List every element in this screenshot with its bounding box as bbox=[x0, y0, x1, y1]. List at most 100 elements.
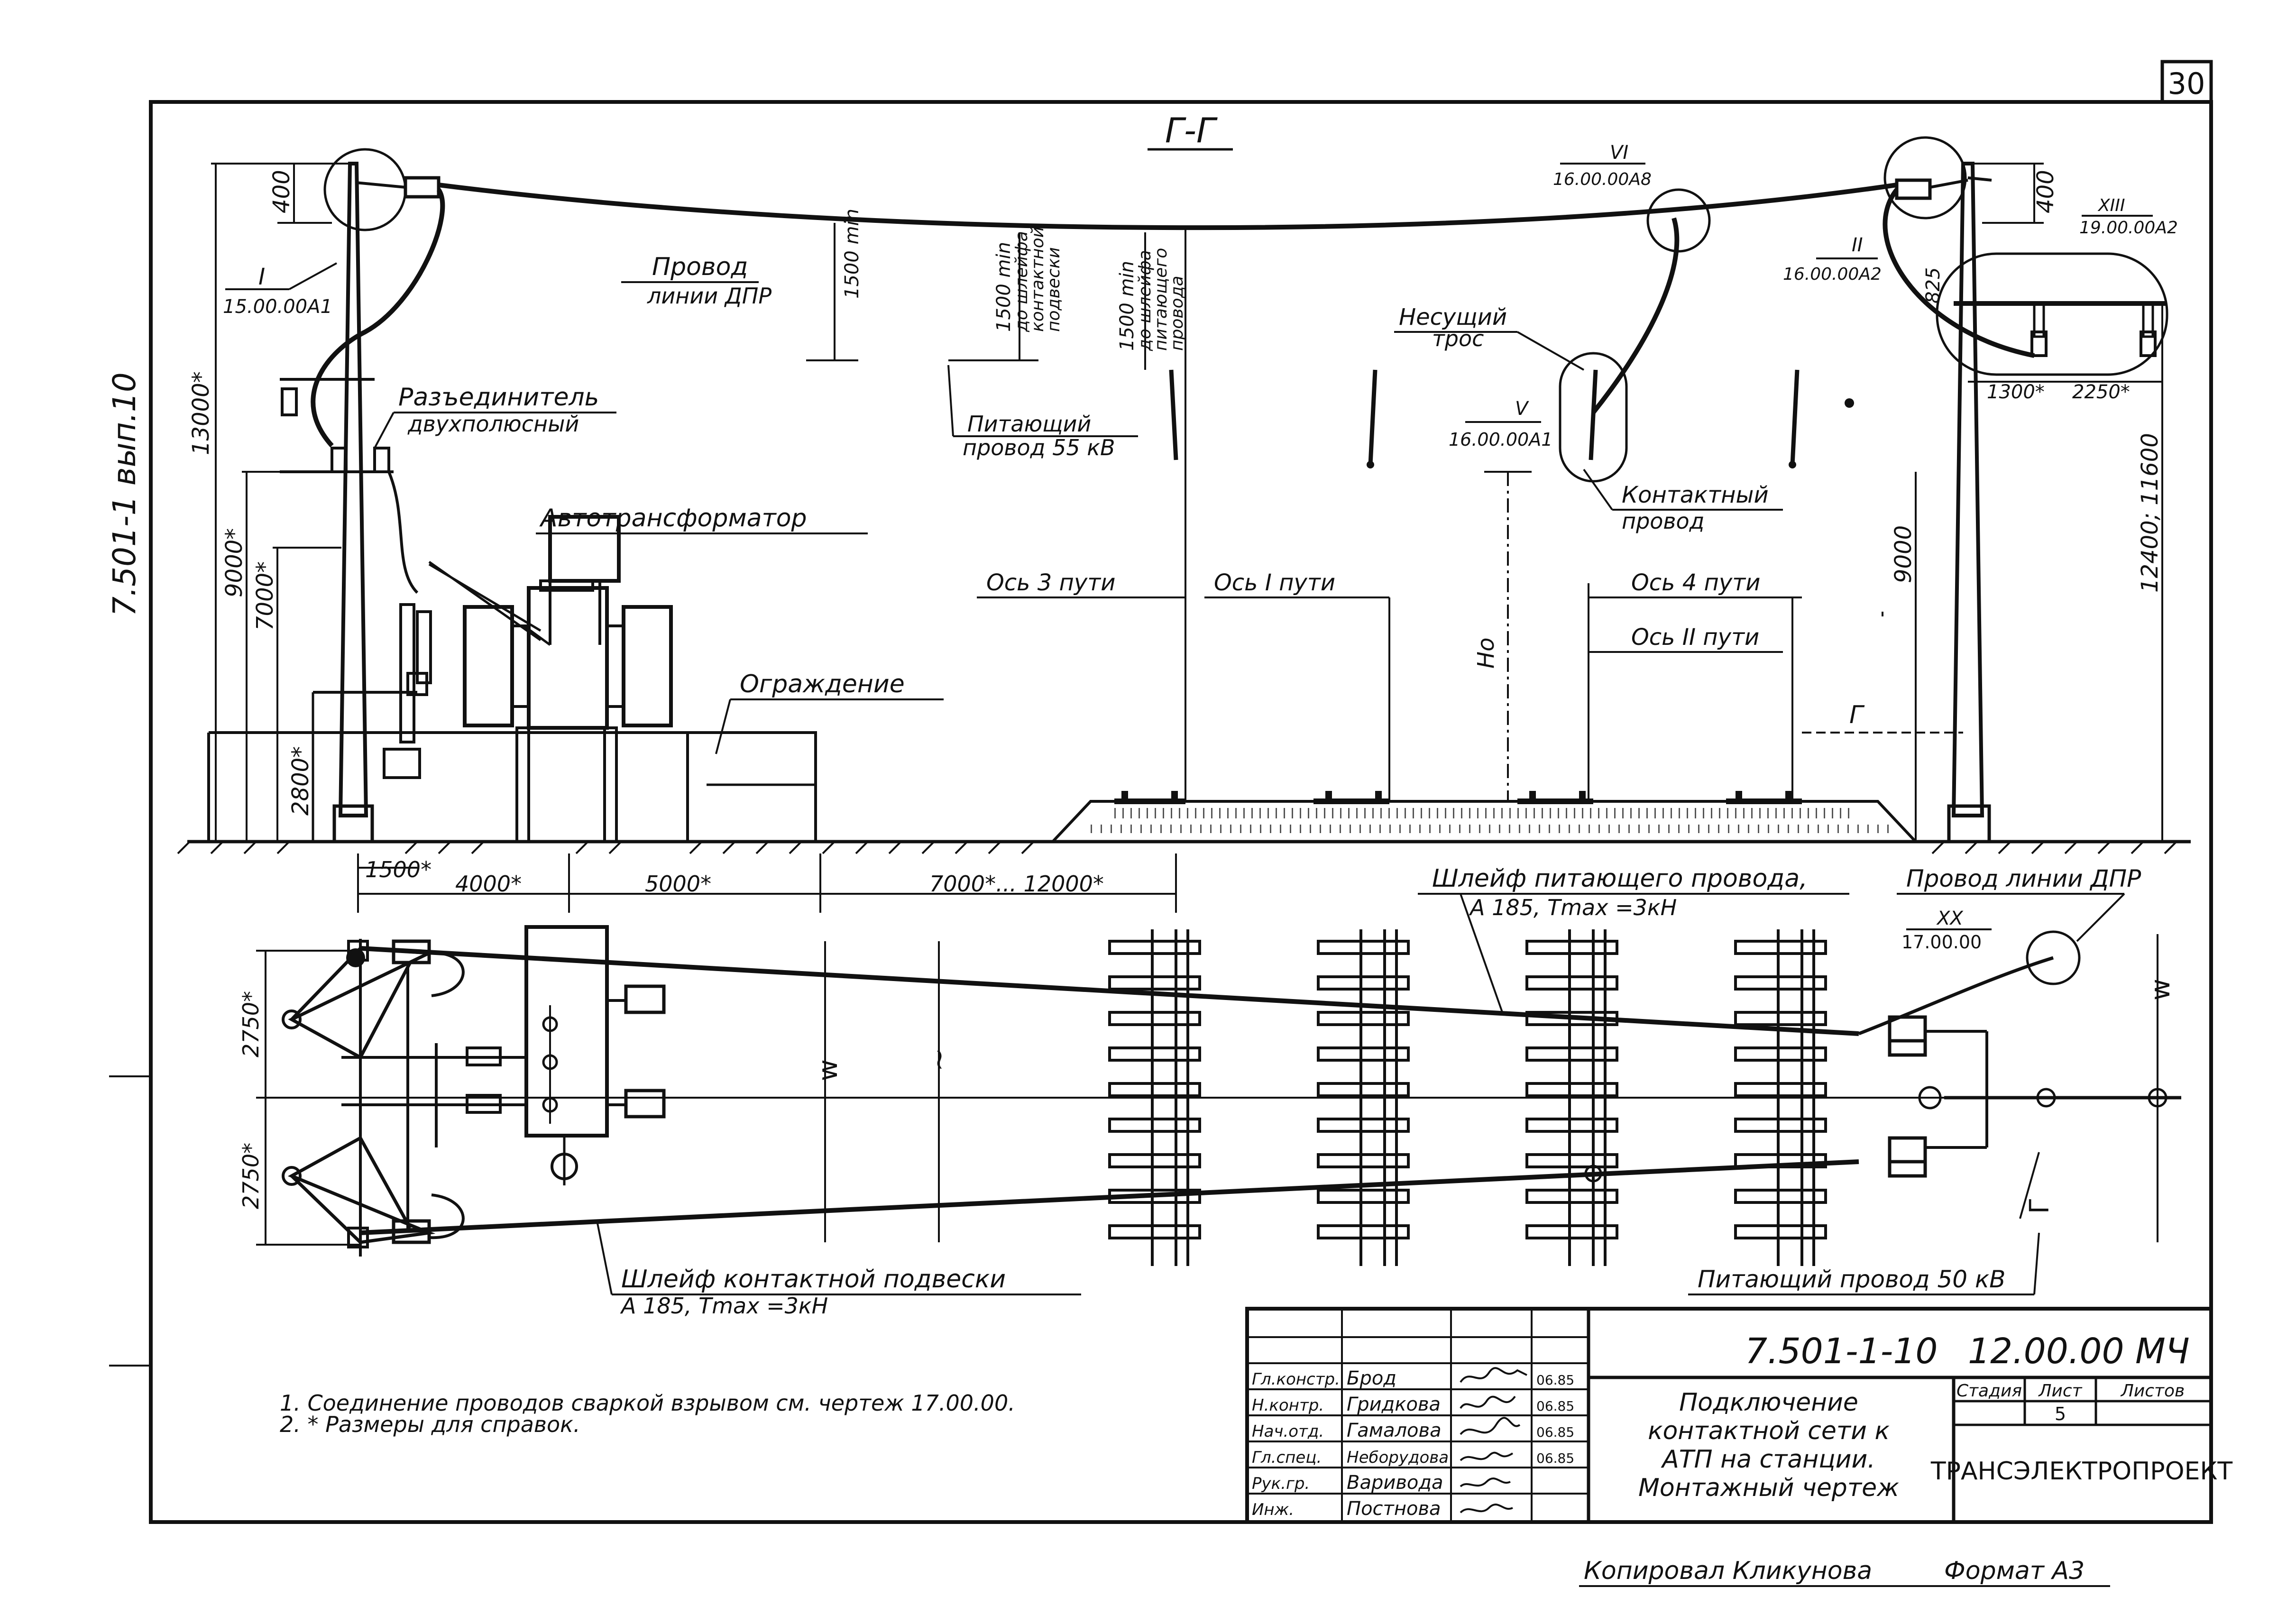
catenary-support bbox=[1368, 369, 1378, 465]
plan-label-feeder-loop: Шлейф питающего провода, А 185, Tmax =3к… bbox=[1418, 864, 1849, 1015]
title-block: Гл.констр. Брод 06.85 Н.контр. Гридкова … bbox=[1245, 1307, 2232, 1524]
svg-text:провода: провода bbox=[1167, 275, 1187, 351]
ref-I-code: 15.00.00А1 bbox=[223, 296, 332, 318]
left-mast-foundation bbox=[332, 804, 374, 844]
track-axes bbox=[1185, 228, 1793, 801]
dim-2800: 2800* bbox=[287, 746, 314, 816]
dim-400-left: 400 bbox=[268, 170, 295, 213]
dim-825: 825 bbox=[1922, 267, 1944, 303]
catenary-support bbox=[1790, 369, 1800, 465]
dim-9000-right: 9000 bbox=[1890, 525, 1917, 583]
ref-VI-code: 16.00.00А8 bbox=[1553, 170, 1652, 189]
section-label: Г-Г bbox=[1165, 110, 1218, 150]
date: 06.85 bbox=[1536, 1372, 1574, 1388]
doc-code: 7.501-1-10 bbox=[1745, 1331, 1938, 1372]
left-jumper-down bbox=[387, 471, 419, 594]
sheet-number-box bbox=[2160, 60, 2213, 104]
catenary-point bbox=[1789, 461, 1796, 468]
catenary-point bbox=[1845, 398, 1854, 408]
ref-leader bbox=[289, 262, 337, 290]
disconnector-insulator bbox=[281, 387, 298, 416]
ground-hatch bbox=[177, 841, 2177, 854]
ref-V-roman: V bbox=[1515, 398, 1529, 420]
label-axis-II: Ось II пути bbox=[1589, 624, 1783, 653]
autotransformer-conservator bbox=[548, 515, 621, 583]
callout-circle-XX bbox=[2026, 930, 2081, 985]
left-mast bbox=[338, 162, 368, 817]
label-disconnector: Разъединитель двухполюсный bbox=[374, 383, 616, 449]
catenary-point bbox=[1367, 461, 1374, 468]
role: Н.контр. bbox=[1252, 1396, 1324, 1415]
label-G: Г bbox=[1849, 701, 1865, 729]
svg-text:Питающий провод 50 кВ: Питающий провод 50 кВ bbox=[1698, 1266, 2006, 1293]
sag-label-1: 1500 min bbox=[841, 209, 863, 299]
crossarm-hanger bbox=[2033, 302, 2045, 338]
svg-text:до шлейфа: до шлейфа bbox=[1012, 231, 1031, 332]
plan-dim-2750-bottom: 2750* bbox=[238, 1143, 264, 1209]
feeder-loop-down bbox=[1591, 217, 1680, 414]
svg-text:Ось 3 пути: Ось 3 пути bbox=[986, 569, 1115, 596]
handwritten-signatures bbox=[1460, 1367, 1527, 1514]
plan-dim-2750-top: 2750* bbox=[238, 991, 264, 1057]
plan-radiator bbox=[624, 984, 666, 1014]
name: Гамалова bbox=[1347, 1420, 1442, 1441]
sheet-frame bbox=[149, 100, 2213, 1524]
svg-text:Несущий: Несущий bbox=[1399, 304, 1507, 330]
autotransformer-radiator bbox=[622, 605, 673, 727]
label-feeder-55kv: Питающий провод 55 кВ bbox=[947, 365, 1138, 460]
elevation-view: 1500 min 1500 min до шлейфа контактной п… bbox=[177, 136, 2191, 913]
plan-node bbox=[2036, 1088, 2056, 1108]
side-code: 7.501-1 вып.10 bbox=[106, 372, 143, 616]
label-axis-3: Ось 3 пути bbox=[977, 569, 1185, 598]
ballast-prism bbox=[1051, 800, 1917, 843]
svg-text:Ось II пути: Ось II пути bbox=[1631, 624, 1759, 651]
note-1: 1. Соединение проводов сваркой взрывом с… bbox=[280, 1390, 1015, 1416]
autotransformer-leg bbox=[603, 726, 618, 843]
title-line-1: Подключение bbox=[1679, 1388, 1858, 1417]
svg-text:XX: XX bbox=[1936, 908, 1964, 929]
drive-mechanism bbox=[383, 748, 421, 779]
catenary-support bbox=[1169, 369, 1178, 460]
name: Варивода bbox=[1347, 1472, 1443, 1494]
plan-feeder-wire-top bbox=[360, 946, 1859, 1036]
date: 06.85 bbox=[1536, 1398, 1574, 1414]
dim-9000-left: 9000* bbox=[221, 528, 248, 597]
name: Постнова bbox=[1347, 1498, 1441, 1520]
drive-box bbox=[406, 672, 428, 696]
plan-loop bbox=[429, 951, 465, 997]
radiator-pipe bbox=[606, 624, 625, 708]
plan-loop bbox=[429, 1193, 465, 1239]
sag-label-2: 1500 min до шлейфа контактной подвески bbox=[993, 227, 1064, 332]
plan-radiator bbox=[624, 1089, 666, 1119]
svg-text:двухполюсный: двухполюсный bbox=[407, 411, 579, 437]
role: Гл.констр. bbox=[1252, 1370, 1340, 1389]
plan-track-2 bbox=[1317, 929, 1410, 1266]
date: 06.85 bbox=[1536, 1424, 1574, 1440]
svg-text:Провод: Провод bbox=[652, 253, 748, 281]
title-line-4: Монтажный чертеж bbox=[1638, 1474, 1899, 1502]
svg-text:Провод линии ДПР: Провод линии ДПР bbox=[1906, 865, 2141, 892]
autotransformer-lead bbox=[428, 563, 542, 632]
label-fence: Ограждение bbox=[715, 670, 944, 754]
dim-1500: 1500* bbox=[365, 857, 432, 882]
date: 06.85 bbox=[1536, 1450, 1574, 1466]
svg-text:Автотрансформатор: Автотрансформатор bbox=[539, 504, 807, 532]
right-mast-insulator bbox=[1895, 178, 1932, 200]
notes: 1. Соединение проводов сваркой взрывом с… bbox=[280, 1390, 1015, 1437]
signature-rows: Гл.констр. Брод 06.85 Н.контр. Гридкова … bbox=[1252, 1367, 1574, 1520]
callout-circle-VI-right bbox=[1883, 136, 1967, 220]
label-Ho: Но bbox=[1473, 638, 1499, 669]
ref-XIII-code: 19.00.00А2 bbox=[2079, 218, 2178, 238]
left-jumper bbox=[311, 188, 445, 448]
svg-text:Шлейф контактной подвески: Шлейф контактной подвески bbox=[621, 1265, 1006, 1294]
disconnector-insulator bbox=[373, 447, 390, 473]
right-mast-foundation bbox=[1947, 804, 1991, 844]
right-jumper bbox=[1883, 188, 2035, 358]
plan-label-w-right: w bbox=[2145, 979, 2176, 1000]
ref-I-roman: I bbox=[258, 264, 265, 290]
plan-mast bbox=[1918, 1086, 1942, 1110]
footer: Копировал Кликунова Формат А3 bbox=[1579, 1557, 2110, 1587]
plan-insulator bbox=[1888, 1160, 1927, 1178]
plan-autotransformer bbox=[524, 925, 609, 1138]
